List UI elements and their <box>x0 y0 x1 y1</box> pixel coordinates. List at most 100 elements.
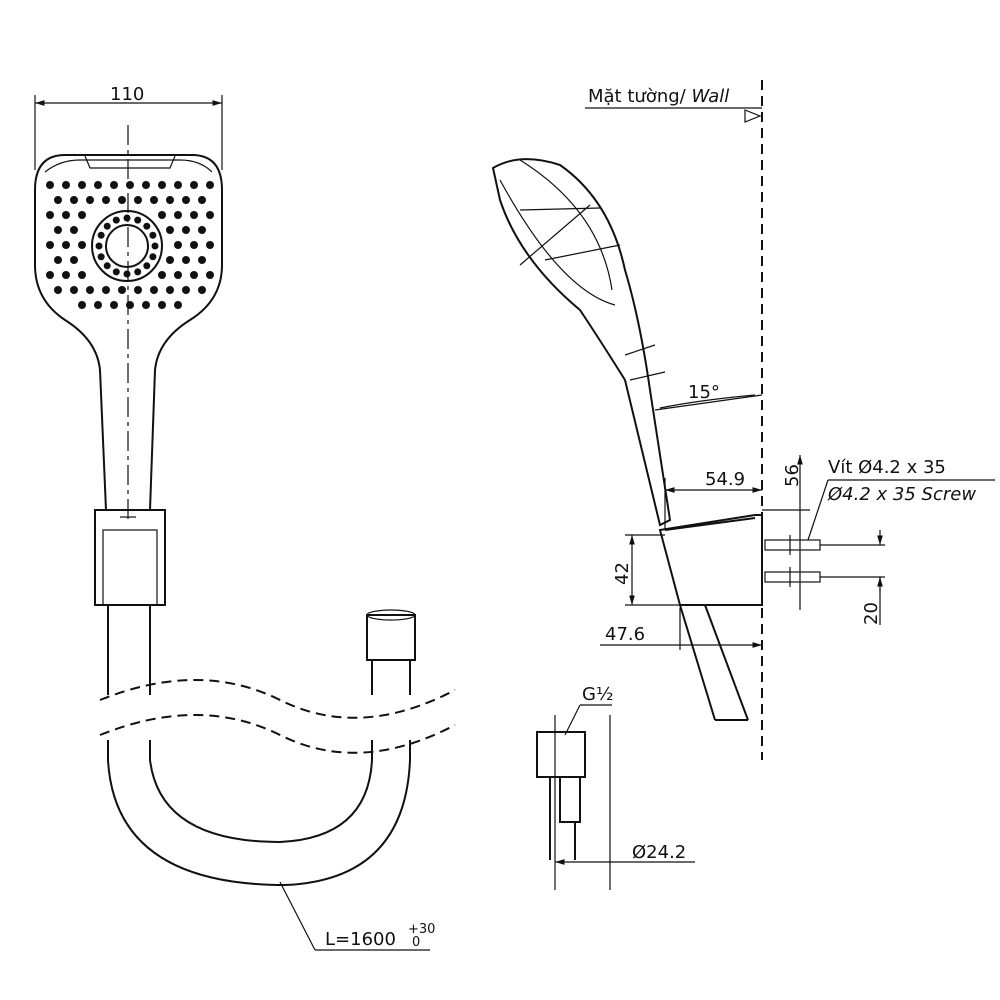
nozzle-dot <box>78 271 86 279</box>
connector-detail: Ø24.2 G½ <box>536 684 695 890</box>
nozzle-dot <box>174 181 182 189</box>
side-view: Mặt tường/ Wall 15° 54.9 <box>491 80 995 760</box>
nozzle-dot <box>142 181 150 189</box>
ring-nozzle-dot <box>95 242 103 250</box>
ring-nozzle-dot <box>134 216 142 224</box>
nozzle-dot <box>142 301 150 309</box>
nozzle-dot <box>190 241 198 249</box>
ring-nozzle-dot <box>103 222 111 230</box>
bracket-side <box>658 514 763 721</box>
bracket-height-dimension: 42 <box>612 534 680 606</box>
ring-nozzle-dot <box>103 262 111 270</box>
angle-dimension: 15° <box>654 382 763 411</box>
nozzle-dot <box>70 226 78 234</box>
nozzle-dot <box>86 286 94 294</box>
ring-nozzle-dot <box>143 262 151 270</box>
nozzle-dot <box>190 211 198 219</box>
wall-label: Mặt tường/ Wall <box>588 86 729 107</box>
nozzle-dot <box>94 181 102 189</box>
svg-text:56: 56 <box>782 464 803 487</box>
nozzle-dot <box>158 301 166 309</box>
nozzle-dot <box>182 196 190 204</box>
nozzle-dot <box>46 271 54 279</box>
nozzle-dot <box>102 196 110 204</box>
nozzle-dot <box>102 286 110 294</box>
nozzle-dot <box>70 256 78 264</box>
ring-nozzle-dot <box>134 268 142 276</box>
nozzle-dot <box>206 241 214 249</box>
center-ring <box>91 210 163 282</box>
svg-text:Vít Ø4.2 x 35: Vít Ø4.2 x 35 <box>828 457 946 478</box>
nozzle-dot <box>166 256 174 264</box>
width-dim-label: 110 <box>110 84 144 105</box>
nozzle-dot <box>62 181 70 189</box>
nozzle-dot <box>190 271 198 279</box>
ring-nozzle-dot <box>149 253 157 261</box>
nozzle-dot <box>126 301 134 309</box>
ring-nozzle-dot <box>97 253 105 261</box>
hose-length-label: L=1600 +30 0 <box>279 881 435 951</box>
nozzle-dot <box>54 286 62 294</box>
nozzle-dot <box>78 301 86 309</box>
ring-nozzle-dot <box>123 270 131 278</box>
ring-nozzle-dot <box>143 222 151 230</box>
svg-text:Ø4.2 x 35 Screw: Ø4.2 x 35 Screw <box>827 484 976 505</box>
hose-connector-front <box>366 614 416 661</box>
nozzle-dot <box>78 181 86 189</box>
nozzle-dot <box>54 196 62 204</box>
screw-spacing-dimension: 20 <box>820 530 885 625</box>
svg-text:0: 0 <box>412 935 420 950</box>
nozzle-dot <box>206 211 214 219</box>
front-view: 110 L=16 <box>34 84 456 951</box>
nozzle-dot <box>174 241 182 249</box>
nozzle-dot <box>198 196 206 204</box>
nozzle-dot <box>158 271 166 279</box>
nozzle-dot <box>118 286 126 294</box>
ring-nozzle-dot <box>149 231 157 239</box>
nozzle-dot <box>174 301 182 309</box>
nozzle-dot <box>166 196 174 204</box>
nozzle-dot <box>206 271 214 279</box>
nozzle-dot <box>206 181 214 189</box>
nozzle-dot <box>182 286 190 294</box>
nozzle-dot <box>166 226 174 234</box>
offset-dimension: 56 <box>762 455 810 610</box>
nozzle-dot <box>70 196 78 204</box>
nozzle-dot <box>190 181 198 189</box>
nozzle-dot <box>110 301 118 309</box>
ring-nozzle-dot <box>112 268 120 276</box>
ring-nozzle-dot <box>151 242 159 250</box>
nozzle-dot <box>94 301 102 309</box>
shower-head-side <box>491 158 672 527</box>
svg-text:+30: +30 <box>408 922 435 937</box>
nozzle-dot <box>54 256 62 264</box>
svg-text:Ø24.2: Ø24.2 <box>632 842 686 863</box>
nozzle-dot <box>198 286 206 294</box>
svg-text:42: 42 <box>612 562 633 585</box>
nozzle-dot <box>118 196 126 204</box>
svg-text:20: 20 <box>861 602 882 625</box>
wall-bracket-front <box>94 509 166 606</box>
nozzle-dot <box>46 211 54 219</box>
nozzle-dot <box>198 226 206 234</box>
nozzle-dot <box>150 196 158 204</box>
screw-label: Vít Ø4.2 x 35 Ø4.2 x 35 Screw <box>807 457 995 541</box>
svg-text:L=1600: L=1600 <box>325 929 396 950</box>
nozzle-dot <box>182 226 190 234</box>
screws <box>764 535 821 587</box>
nozzle-dot <box>126 181 134 189</box>
nozzle-dot <box>150 286 158 294</box>
nozzle-dot <box>182 256 190 264</box>
nozzle-dot <box>46 241 54 249</box>
depth-dimension: 54.9 <box>664 469 762 530</box>
nozzle-dot <box>174 271 182 279</box>
nozzle-dot <box>54 226 62 234</box>
svg-text:47.6: 47.6 <box>605 624 645 645</box>
nozzle-dots <box>46 181 214 309</box>
ring-nozzle-dot <box>123 214 131 222</box>
nozzle-dot <box>198 256 206 264</box>
svg-text:15°: 15° <box>688 382 720 403</box>
ring-nozzle-dot <box>97 231 105 239</box>
nozzle-dot <box>174 211 182 219</box>
